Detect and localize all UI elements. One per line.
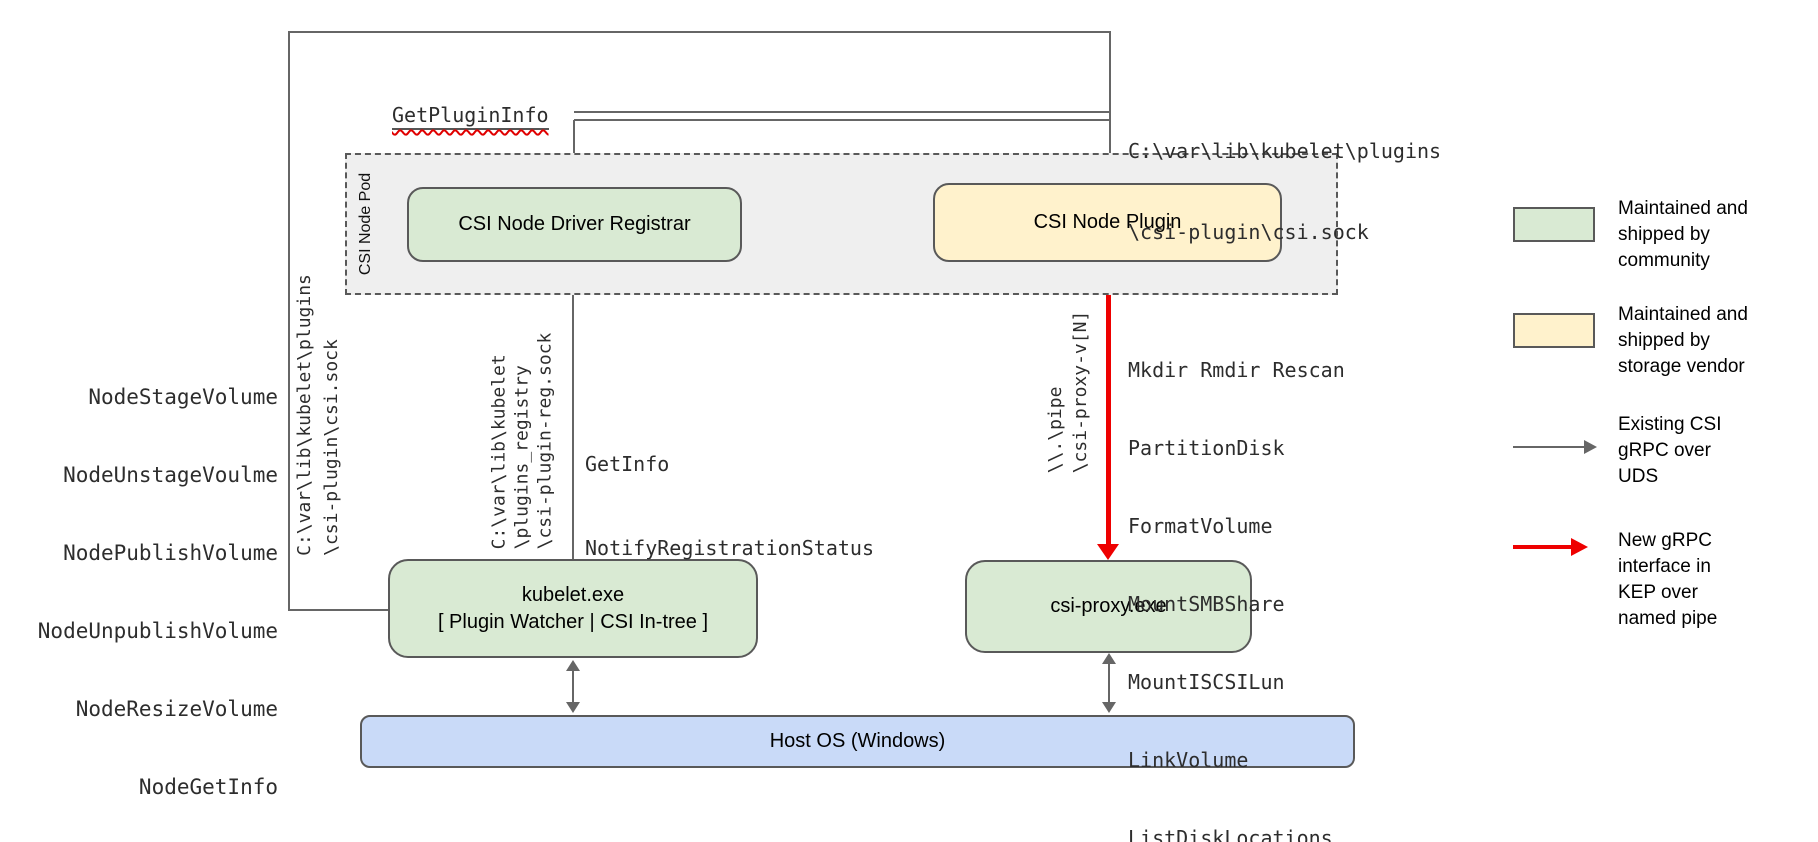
named-pipe-path-line2: \csi-proxy-v[N] xyxy=(1070,310,1091,474)
legend-pipe-arrow-icon xyxy=(1571,538,1588,556)
plugin-inbound-line xyxy=(1109,31,1111,170)
csi-node-driver-registrar-box: CSI Node Driver Registrar xyxy=(407,187,742,262)
registrar-plugin-connector-lower xyxy=(574,119,1111,121)
kubelet-csi-sock-path-label: C:\var\lib\kubelet\plugins \csi-plugin\c… xyxy=(291,274,345,556)
legend-community-label: Maintained and shipped by community xyxy=(1618,198,1748,271)
arrowhead-up-kubelet-host-icon xyxy=(566,660,580,671)
node-method-item: NodeUnpublishVolume xyxy=(37,619,278,643)
legend-uds-arrow-icon xyxy=(1584,440,1597,454)
proxy-host-line xyxy=(1108,664,1110,703)
csi-proxy-box: csi-proxy.exe xyxy=(965,560,1252,653)
csi-node-plugin-box: CSI Node Plugin xyxy=(933,183,1282,262)
plugin-csi-sock-path-line2: \csi-plugin\csi.sock xyxy=(1128,220,1369,244)
node-methods-list: NodeStageVolume NodeUnstageVoulme NodePu… xyxy=(28,332,278,842)
node-method-item: NodeResizeVolume xyxy=(75,697,278,721)
named-pipe-path-line1: \\.\pipe xyxy=(1045,386,1066,474)
arrowhead-down-kubelet-host-icon xyxy=(566,702,580,713)
kubelet-box: kubelet.exe [ Plugin Watcher | CSI In-tr… xyxy=(388,559,758,658)
proxy-method-item: ListDiskLocations xyxy=(1128,826,1333,842)
arrowhead-down-proxy-host-icon xyxy=(1102,702,1116,713)
registration-call-getinfo: GetInfo xyxy=(585,452,670,476)
kubelet-csi-sock-path-line1: C:\var\lib\kubelet\plugins xyxy=(294,274,315,556)
registry-sock-path-line2: \plugins_registry xyxy=(511,365,533,550)
proxy-method-item: LinkVolume xyxy=(1128,748,1249,772)
arrowhead-down-red-proxy-icon xyxy=(1097,544,1119,560)
kubelet-plugin-connector-left xyxy=(288,31,290,610)
named-pipe-path-label: \\.\pipe \csi-proxy-v[N] xyxy=(1043,311,1093,474)
registry-sock-path-line1: C:\var\lib\kubelet xyxy=(488,354,510,550)
get-plugin-info-label: GetPluginInfo xyxy=(392,102,549,130)
legend-vendor-label: Maintained and shipped by storage vendor xyxy=(1618,304,1748,377)
arrowhead-up-proxy-host-icon xyxy=(1102,653,1116,664)
registry-sock-path-label: C:\var\lib\kubelet \plugins_registry \cs… xyxy=(488,333,557,550)
registrar-plugin-connector-upper xyxy=(574,111,1111,113)
csi-node-pod-label: CSI Node Pod xyxy=(357,172,374,276)
node-method-item: NodeUnstageVoulme xyxy=(63,463,278,487)
node-method-item: NodeGetInfo xyxy=(138,775,278,799)
proxy-method-item: Mkdir Rmdir Rescan xyxy=(1128,358,1345,382)
registry-sock-path-line3: \csi-plugin-reg.sock xyxy=(534,332,556,550)
proxy-method-item: PartitionDisk xyxy=(1128,436,1285,460)
legend-pipe-arrow-line xyxy=(1513,545,1573,549)
legend-vendor-swatch xyxy=(1513,313,1595,348)
proxy-method-item: MountISCSILun xyxy=(1128,670,1285,694)
legend-community-swatch xyxy=(1513,207,1595,242)
kubelet-plugin-connector-top xyxy=(288,31,1111,33)
kubelet-plugin-connector-bottom xyxy=(288,609,390,611)
kubelet-registrar-line xyxy=(572,273,574,559)
plugin-csi-sock-path-label: C:\var\lib\kubelet\plugins \csi-plugin\c… xyxy=(1128,84,1441,300)
proxy-method-item: MountSMBShare xyxy=(1128,592,1285,616)
proxy-method-item: FormatVolume xyxy=(1128,514,1273,538)
registration-calls-label: GetInfo NotifyRegistrationStatus xyxy=(585,394,874,618)
kubelet-host-line xyxy=(572,671,574,703)
host-os-box: Host OS (Windows) xyxy=(360,715,1355,768)
node-method-item: NodeStageVolume xyxy=(88,385,278,409)
get-plugin-info-text: GetPluginInfo xyxy=(392,103,549,127)
legend-uds-arrow-line xyxy=(1513,446,1585,448)
plugin-csi-sock-path-line1: C:\var\lib\kubelet\plugins xyxy=(1128,139,1442,163)
legend-pipe-label: New gRPC interface in KEP over named pip… xyxy=(1618,530,1718,629)
legend-uds-label: Existing CSI gRPC over UDS xyxy=(1618,414,1722,487)
kubelet-csi-sock-path-line2: \csi-plugin\csi.sock xyxy=(321,339,342,556)
node-method-item: NodePublishVolume xyxy=(63,541,278,565)
registration-call-notify: NotifyRegistrationStatus xyxy=(585,536,874,560)
proxy-methods-list: Mkdir Rmdir Rescan PartitionDisk FormatV… xyxy=(1128,305,1345,842)
plugin-proxy-red-line xyxy=(1106,262,1111,546)
